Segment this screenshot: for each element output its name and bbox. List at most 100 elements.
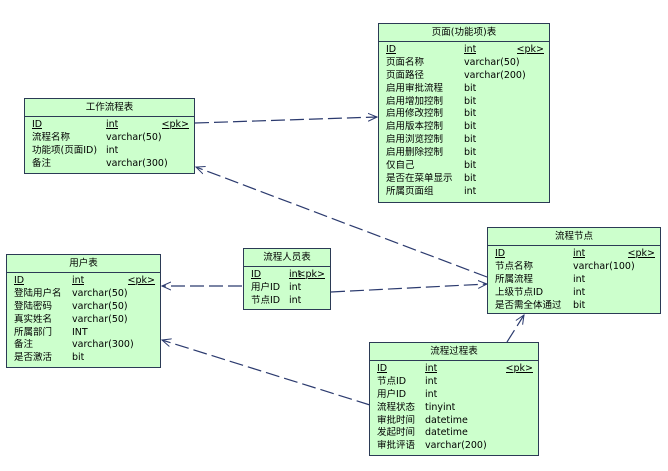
entity-title: 流程节点 xyxy=(488,228,660,246)
column-type: varchar(50) xyxy=(106,131,162,143)
column-name: ID xyxy=(377,363,388,374)
column-type: bit xyxy=(464,121,477,133)
column-name: 上级节点ID xyxy=(495,286,544,298)
column-name: 是否在菜单显示 xyxy=(386,172,453,184)
column-name: 页面路径 xyxy=(386,69,425,81)
column-type: varchar(200) xyxy=(464,69,526,81)
column-type: bit xyxy=(464,147,477,159)
column-row[interactable]: 用户ID int xyxy=(247,282,327,295)
column-type: int xyxy=(573,248,586,259)
rel-process-node xyxy=(506,315,524,343)
column-type: varchar(50) xyxy=(464,56,520,68)
column-type: bit xyxy=(464,82,477,94)
column-name: 所属流程 xyxy=(495,273,534,285)
column-key: <pk> xyxy=(161,119,189,130)
column-row[interactable]: 启用删除控制 bit xyxy=(382,147,546,160)
column-name: 功能项(页面ID) xyxy=(32,144,98,156)
column-name: 流程状态 xyxy=(377,401,416,413)
column-name: ID xyxy=(495,248,506,259)
column-name: 用户ID xyxy=(377,388,407,400)
column-name: 所属页面组 xyxy=(386,185,434,197)
column-row[interactable]: 页面名称 varchar(50) xyxy=(382,57,546,70)
column-name: 登陆密码 xyxy=(14,300,53,312)
column-row[interactable]: 流程状态 tinyint xyxy=(373,402,535,415)
column-type: INT xyxy=(72,326,88,338)
column-key: <pk> xyxy=(627,248,655,259)
column-row[interactable]: 上级节点ID int xyxy=(491,287,657,300)
column-type: bit xyxy=(464,160,477,172)
column-row[interactable]: 是否激活 bit xyxy=(10,352,157,365)
column-name: 是否激活 xyxy=(14,352,53,364)
column-row[interactable]: 流程名称 varchar(50) xyxy=(28,132,191,145)
column-name: 审批时间 xyxy=(377,414,416,426)
column-name: 启用删除控制 xyxy=(386,147,444,159)
column-type: int xyxy=(72,275,85,286)
column-row[interactable]: 功能项(页面ID) int xyxy=(28,145,191,158)
column-row[interactable]: 启用增加控制 bit xyxy=(382,96,546,109)
column-type: int xyxy=(464,44,477,55)
column-name: ID xyxy=(386,44,397,55)
column-name: 启用审批流程 xyxy=(386,82,444,94)
column-name: 用户ID xyxy=(251,281,281,293)
column-type: varchar(200) xyxy=(425,440,487,452)
column-row[interactable]: 所属流程 int xyxy=(491,274,657,287)
column-row[interactable]: ID int <pk> xyxy=(491,248,657,261)
column-type: int xyxy=(289,281,302,293)
column-row[interactable]: 审批时间 datetime xyxy=(373,415,535,428)
column-row[interactable]: 页面路径 varchar(200) xyxy=(382,70,546,83)
column-type: int xyxy=(573,273,586,285)
column-name: 启用浏览控制 xyxy=(386,134,444,146)
entity-title: 流程过程表 xyxy=(370,343,538,361)
entity-title: 流程人员表 xyxy=(244,249,330,267)
column-type: int xyxy=(573,286,586,298)
column-type: bit xyxy=(72,352,85,364)
column-type: datetime xyxy=(425,414,468,426)
column-row[interactable]: 启用审批流程 bit xyxy=(382,83,546,96)
column-key: <pk> xyxy=(297,269,325,280)
column-name: 页面名称 xyxy=(386,56,425,68)
column-name: 备注 xyxy=(14,339,34,351)
column-name: 发起时间 xyxy=(377,427,416,439)
column-type: varchar(50) xyxy=(72,313,128,325)
column-type: bit xyxy=(464,95,477,107)
column-type: int xyxy=(106,144,119,156)
column-name: 启用增加控制 xyxy=(386,95,444,107)
column-type: int xyxy=(289,269,302,280)
column-name: 流程名称 xyxy=(32,131,71,143)
column-type: tinyint xyxy=(425,401,456,413)
